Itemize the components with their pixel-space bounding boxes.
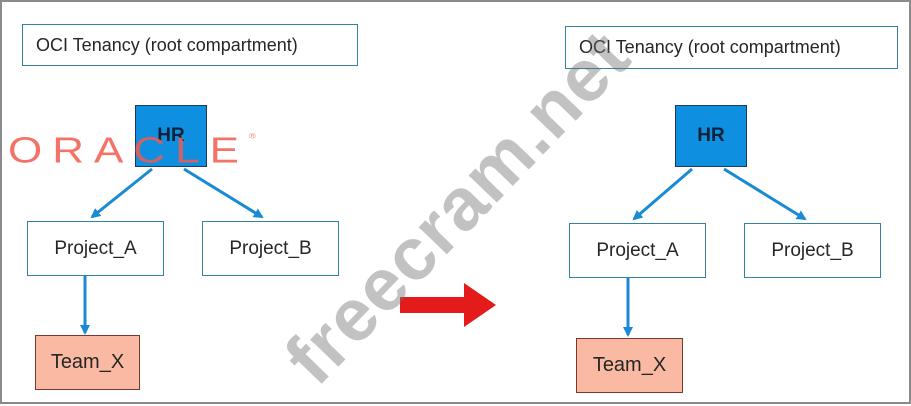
- link-hr-project-b-left: [183, 167, 264, 219]
- right-team-x-box: Team_X: [576, 338, 683, 393]
- left-tenancy-box: OCI Tenancy (root compartment): [22, 24, 358, 66]
- link-hr-project-a-left: [90, 167, 153, 219]
- left-team-x-box: Team_X: [35, 335, 140, 390]
- right-hr-box: HR: [675, 105, 747, 167]
- right-tenancy-box: OCI Tenancy (root compartment): [565, 26, 898, 69]
- right-project-a-box: Project_A: [569, 223, 706, 278]
- right-project-b-box: Project_B: [744, 223, 881, 278]
- link-hr-project-b-right: [723, 167, 807, 221]
- left-project-a-box: Project_A: [27, 221, 164, 276]
- left-hr-box: HR: [135, 105, 207, 167]
- left-project-b-box: Project_B: [202, 221, 339, 276]
- link-hr-project-a-right: [632, 167, 693, 221]
- transition-arrow-icon: [400, 283, 496, 327]
